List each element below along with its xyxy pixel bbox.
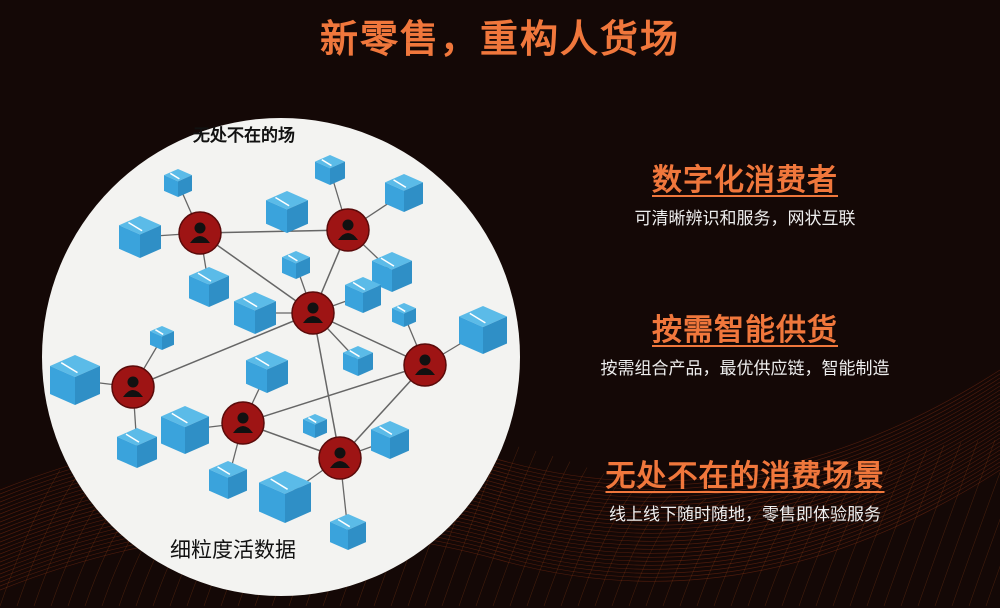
mesh-line — [645, 498, 707, 607]
consumer-node — [403, 343, 447, 387]
package-box-icon — [189, 267, 229, 307]
mesh-line — [560, 479, 622, 607]
package-box-icon — [259, 471, 311, 523]
mesh-line — [934, 439, 996, 607]
network-edge — [199, 229, 349, 234]
section-heading: 无处不在的消费场景 — [605, 459, 885, 494]
network-edge — [242, 364, 426, 424]
mesh-line — [781, 476, 843, 607]
mesh-line — [832, 458, 894, 607]
package-box-icon — [345, 277, 381, 313]
package-box-icon — [209, 461, 247, 499]
mesh-line — [985, 565, 1000, 607]
package-box-icon — [50, 355, 100, 405]
mesh-line — [475, 450, 537, 607]
section-heading: 数字化消费者 — [652, 163, 838, 198]
mesh-line — [968, 518, 1000, 607]
network-edge — [312, 312, 341, 459]
consumer-node — [291, 291, 335, 335]
package-box-icon — [343, 346, 373, 376]
person-icon — [419, 354, 431, 366]
package-box-icon — [282, 251, 310, 279]
section-desc: 按需组合产品，最优供应链，智能制造 — [600, 359, 890, 379]
mesh-line — [509, 461, 571, 607]
mesh-line — [492, 455, 554, 607]
section-ubiquitous-scenes: 无处不在的消费场景 线上线下随时随地，零售即体验服务 — [545, 458, 945, 526]
circle-bottom-label: 细粒度活数据 — [170, 538, 296, 562]
mesh-line — [458, 446, 520, 607]
consumer-node — [318, 436, 362, 480]
package-box-icon — [161, 406, 209, 454]
person-icon — [334, 447, 346, 459]
mesh-line — [577, 484, 639, 607]
package-box-icon — [246, 351, 288, 393]
package-box-icon — [371, 421, 409, 459]
mesh-line — [628, 496, 690, 607]
package-box-icon — [117, 428, 157, 468]
mesh-line — [713, 495, 775, 607]
person-icon — [307, 302, 319, 314]
mesh-line — [917, 440, 979, 607]
section-desc: 可清晰辨识和服务，网状互联 — [634, 209, 856, 229]
mesh-line — [747, 487, 809, 607]
mesh-line — [849, 453, 911, 607]
package-box-icon — [234, 292, 276, 334]
mesh-line — [594, 489, 656, 607]
mesh-line — [900, 442, 962, 607]
mesh-line — [696, 497, 758, 607]
package-box-icon — [385, 174, 423, 212]
consumer-node — [178, 211, 222, 255]
circle-top-label: 无处不在的场 — [193, 126, 295, 146]
package-box-icon — [119, 216, 161, 258]
package-box-icon — [459, 306, 507, 354]
consumer-node — [111, 365, 155, 409]
page-title: 新零售，重构人货场 — [319, 17, 680, 61]
package-box-icon — [315, 155, 345, 185]
mesh-line — [679, 499, 741, 607]
person-icon — [237, 412, 249, 424]
package-box-icon — [303, 414, 327, 438]
mesh-line — [611, 493, 673, 607]
section-desc: 线上线下随时随地，零售即体验服务 — [609, 505, 881, 525]
consumer-node — [326, 208, 370, 252]
mesh-line — [764, 482, 826, 607]
person-icon — [127, 376, 139, 388]
person-icon — [342, 219, 354, 231]
mesh-line — [730, 491, 792, 607]
mesh-line — [16, 475, 78, 607]
package-box-icon — [150, 326, 174, 350]
package-box-icon — [392, 303, 416, 327]
network-edge — [132, 312, 314, 388]
mesh-line — [526, 467, 588, 607]
mesh-line — [798, 470, 860, 607]
package-box-icon — [266, 191, 308, 233]
person-icon — [194, 222, 206, 234]
network-edge — [199, 232, 314, 314]
package-box-icon — [164, 169, 192, 197]
mesh-line — [815, 464, 877, 607]
section-heading: 按需智能供货 — [652, 313, 838, 348]
package-box-icon — [330, 514, 366, 550]
mesh-line — [543, 473, 605, 607]
mesh-line — [866, 448, 928, 607]
mesh-line — [951, 471, 1000, 607]
consumer-node — [221, 401, 265, 445]
mesh-line — [0, 469, 61, 607]
mesh-line — [662, 499, 724, 607]
section-on-demand-supply: 按需智能供货 按需组合产品，最优供应链，智能制造 — [545, 312, 945, 380]
section-digital-consumer: 数字化消费者 可清晰辨识和服务，网状互联 — [545, 162, 945, 230]
mesh-line — [883, 445, 945, 607]
